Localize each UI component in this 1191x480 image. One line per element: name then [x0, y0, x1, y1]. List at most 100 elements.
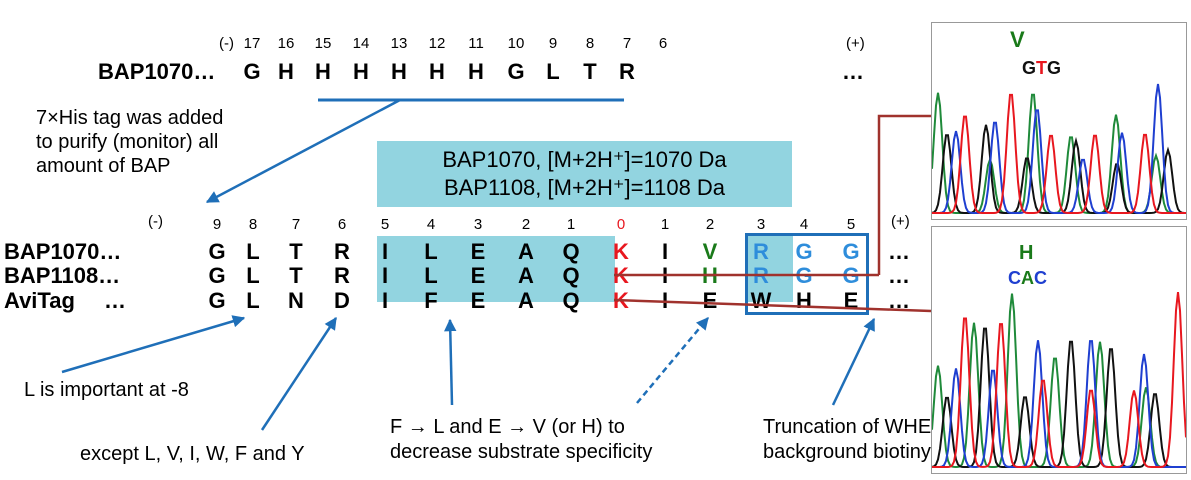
chromatogram-panel-v: V GTG [931, 22, 1187, 220]
row-end-bap1070: … [888, 239, 910, 264]
top-position-6: 11 [468, 35, 484, 52]
align-position-13: 4 [799, 216, 809, 233]
substitution-note-line-2: decrease substrate specificity [390, 441, 653, 463]
align-minus-marker: (-) [148, 213, 163, 230]
residue-row2-2: N [288, 288, 304, 313]
residue-row2-14: E [843, 288, 859, 313]
mass-info-line-2: BAP1108, [M+2H⁺]=1108 Da [443, 175, 726, 200]
top-residue-8: L [546, 59, 560, 84]
chromatogram-trace-v [932, 83, 1186, 215]
top-position-5: 12 [428, 35, 446, 52]
leucine-note: L is important at -8 [24, 379, 189, 401]
top-position-9: 8 [585, 35, 595, 52]
his-tag-note-line-3: amount of BAP [36, 155, 171, 177]
codon-h-base-2: A [1021, 268, 1034, 288]
align-position-2: 7 [291, 216, 301, 233]
truncation-note-line-2: background biotinylation [763, 441, 979, 463]
substitution-arrow-f [444, 318, 457, 406]
residue-row2-3: D [334, 288, 350, 313]
top-residue-0: G [243, 59, 261, 84]
residue-row0-14: G [842, 239, 860, 264]
trace-line-3 [932, 291, 1186, 468]
top-position-4: 13 [390, 35, 408, 52]
chromatogram-aa-v: V [1010, 27, 1025, 52]
codon-v-base-3: G [1047, 58, 1062, 78]
align-plus-marker: (+) [891, 213, 910, 230]
chromatogram-trace-h [932, 291, 1186, 469]
truncation-arrow [831, 317, 876, 406]
row-label-bap1070: BAP1070… [4, 239, 122, 264]
top-position-7: 10 [507, 35, 525, 52]
residue-row1-7: A [518, 263, 534, 288]
top-minus-marker: (-) [219, 35, 234, 52]
top-residue-10: R [619, 59, 635, 84]
mass-info-line-1: BAP1070, [M+2H⁺]=1070 Da [442, 147, 727, 172]
row-end-bap1108: … [888, 263, 910, 288]
chromatogram-aa-h: H [1019, 242, 1034, 264]
top-position-2: 15 [314, 35, 332, 52]
trace-line-3 [932, 93, 1186, 214]
residue-row1-4: I [381, 263, 389, 288]
top-ellipsis: … [842, 59, 864, 84]
residue-row0-12: R [753, 239, 769, 264]
top-position-8: 9 [548, 35, 558, 52]
top-residue-5: H [429, 59, 445, 84]
align-position-12: 3 [756, 216, 766, 233]
residue-row0-5: L [424, 239, 438, 264]
residue-row0-13: G [795, 239, 813, 264]
mass-info-box: BAP1070, [M+2H⁺]=1070 Da BAP1108, [M+2H⁺… [377, 141, 792, 207]
trace-line-1 [932, 327, 1186, 468]
residue-row1-6: E [470, 263, 486, 288]
residue-row0-10: I [661, 239, 669, 264]
align-position-1: 8 [248, 216, 258, 233]
top-sequence-label: BAP1070… [98, 59, 216, 84]
align-position-8: 1 [566, 216, 576, 233]
residue-row0-6: E [470, 239, 486, 264]
his-tag-note-line-2: to purify (monitor) all [36, 131, 219, 153]
row-end-avitag: … [888, 288, 910, 313]
align-position-6: 3 [473, 216, 483, 233]
residue-row0-9: K [613, 239, 629, 264]
top-residue-1: H [278, 59, 294, 84]
top-residue-9: T [583, 59, 597, 84]
residue-row0-7: A [518, 239, 534, 264]
top-residue-6: H [468, 59, 484, 84]
connector-to-panel-h [613, 298, 932, 313]
chromatogram-panel-h: H CAC [931, 226, 1187, 474]
align-position-10: 1 [660, 216, 670, 233]
except-note: except L, V, I, W, F and Y [80, 443, 305, 465]
his-tag-arrow [205, 98, 401, 204]
residue-row2-10: I [661, 288, 669, 313]
chromatogram-codon-h: CAC [1008, 269, 1047, 287]
top-residue-3: H [353, 59, 369, 84]
residue-row2-5: F [424, 288, 438, 313]
align-position-5: 4 [426, 216, 436, 233]
residue-row1-3: R [334, 263, 350, 288]
except-arrow [260, 316, 338, 431]
residue-row0-1: L [246, 239, 260, 264]
residue-row2-7: A [518, 288, 534, 313]
substitution-note-line-1: F → L and E → V (or H) to [390, 416, 625, 438]
residue-row0-8: Q [562, 239, 580, 264]
row-label-avitag: AviTag [4, 288, 75, 313]
residue-row1-1: L [246, 263, 260, 288]
top-position-10: 7 [622, 35, 632, 52]
alignment-highlight-left [377, 236, 615, 302]
substitution-arrow-e [636, 317, 709, 404]
align-position-9: 0 [616, 216, 626, 233]
align-position-7: 2 [521, 216, 531, 233]
align-position-3: 6 [337, 216, 347, 233]
residue-row2-6: E [470, 288, 486, 313]
residue-row2-1: L [246, 288, 260, 313]
codon-h-base-3: C [1034, 268, 1047, 288]
top-position-3: 14 [352, 35, 370, 52]
trace-line-2 [932, 83, 1186, 215]
chromatogram-codon-v: GTG [1022, 59, 1061, 77]
top-plus-marker: (+) [846, 35, 865, 52]
residue-row2-4: I [381, 288, 389, 313]
top-position-11: 6 [658, 35, 668, 52]
row-prefix-avitag: … [104, 288, 126, 313]
codon-v-base-1: G [1022, 58, 1037, 78]
